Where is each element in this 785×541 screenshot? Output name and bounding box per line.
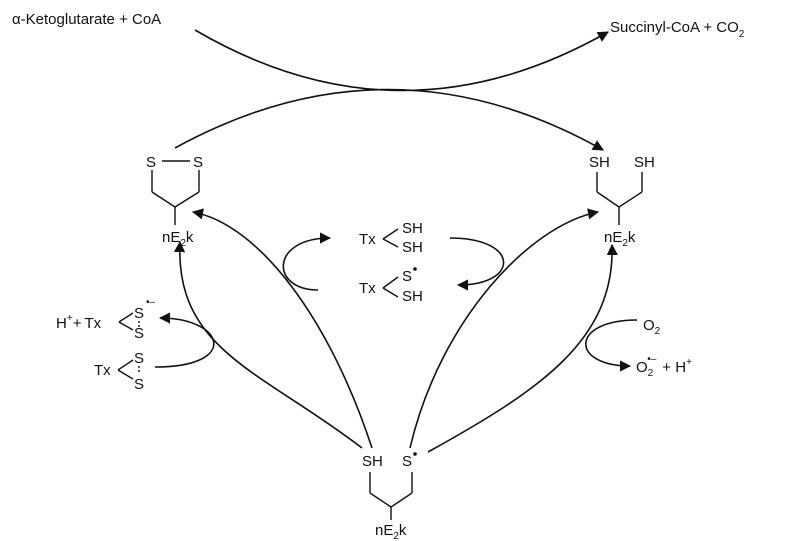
superoxide-label: O2•–+ H+: [636, 354, 692, 379]
svg-text:S: S: [193, 154, 203, 171]
tx-disulfide: Tx S S: [94, 350, 144, 393]
svg-text:Tx: Tx: [359, 280, 376, 297]
substrate-label: α-Ketoglutarate + CoA: [12, 11, 161, 28]
tx-disulfide-radical-anion: H++Tx S S •–: [56, 297, 156, 342]
bottom-to-right-arrow-inner: [409, 208, 600, 449]
bottom-to-right-arrow-outer: [427, 243, 618, 453]
thioredoxin-thiyl: Tx S SH: [359, 267, 423, 305]
svg-text:S: S: [134, 350, 144, 367]
svg-text:SH: SH: [402, 288, 423, 305]
bottom-lipoyl-thiyl: SH S nE2k: [362, 452, 417, 541]
svg-text:S: S: [402, 453, 412, 470]
center-cycle-arrow-right: [449, 237, 505, 291]
svg-text:S: S: [134, 305, 144, 322]
svg-text:Tx: Tx: [94, 362, 111, 379]
bottom-to-left-arrow-inner: [191, 208, 373, 449]
svg-text:SH: SH: [362, 453, 383, 470]
thioredoxin-dithiol: Tx SH SH: [359, 220, 423, 256]
svg-text:SH: SH: [589, 154, 610, 171]
top-reaction-arrow: [194, 29, 609, 92]
product-label: Succinyl-CoA + CO2: [610, 19, 745, 40]
svg-text:S: S: [146, 154, 156, 171]
svg-text:Tx: Tx: [359, 231, 376, 248]
svg-text:SH: SH: [634, 154, 655, 171]
enzyme-label-left: nE2k: [162, 229, 194, 249]
right-side-arrow: [585, 319, 638, 372]
svg-text:•–: •–: [146, 297, 156, 308]
svg-text:SH: SH: [402, 239, 423, 256]
svg-text:S: S: [402, 268, 412, 285]
enzyme-label-right: nE2k: [604, 229, 636, 249]
svg-text:SH: SH: [402, 220, 423, 237]
center-cycle-arrow-left: [282, 232, 332, 291]
left-side-arrow: [154, 312, 215, 368]
right-lipoyl-dithiol: SH SH nE2k: [589, 154, 655, 249]
left-lipoyl-disulfide: S S nE2k: [146, 154, 203, 249]
svg-text:S: S: [134, 325, 144, 342]
enzyme-label-bottom: nE2k: [375, 522, 407, 541]
oxygen-label: O2: [643, 317, 661, 337]
svg-text:S: S: [134, 376, 144, 393]
svg-text:H++Tx: H++Tx: [56, 313, 102, 332]
lipoyl-transfer-arrow: [174, 88, 604, 151]
bottom-to-left-arrow-outer: [173, 240, 363, 449]
